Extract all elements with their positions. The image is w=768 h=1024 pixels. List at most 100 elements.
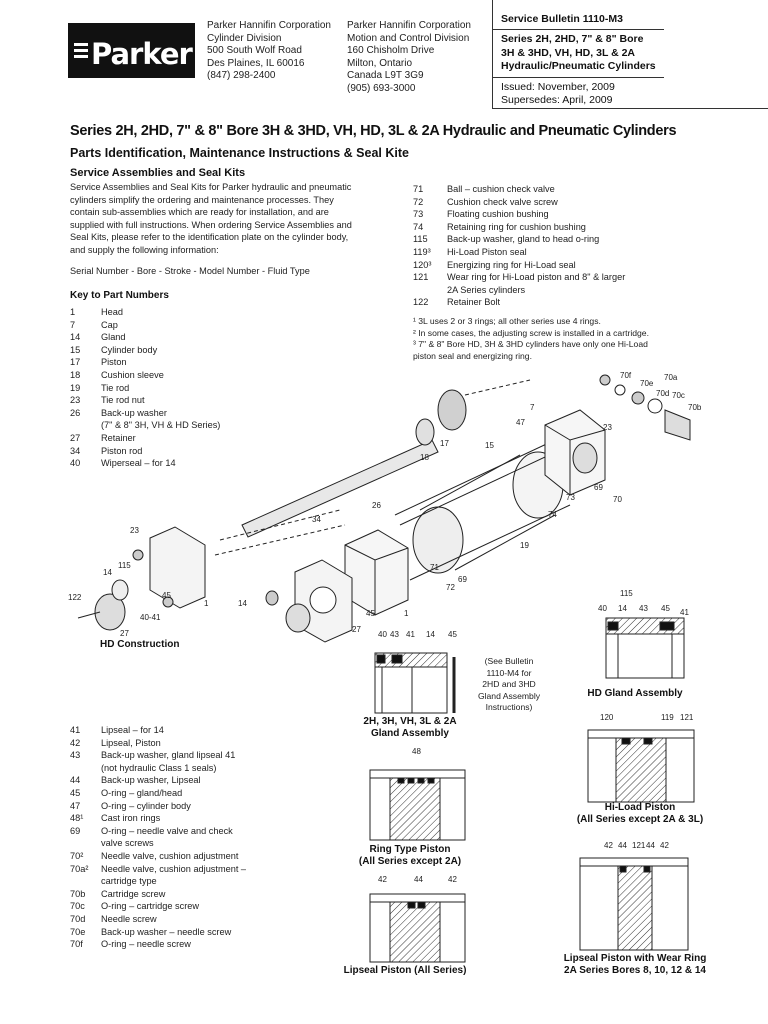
key-title: Key to Part Numbers	[70, 290, 169, 301]
part-description: Cushion sleeve	[101, 369, 164, 380]
part-description: O-ring – needle valve and check	[101, 825, 233, 836]
part-number: 47	[70, 800, 81, 811]
callout-label: 72	[446, 583, 455, 592]
callout-label: 26	[372, 501, 381, 510]
footnote-line: ¹ 3L uses 2 or 3 rings; all other series…	[413, 316, 601, 326]
callout-label: 27	[352, 625, 361, 634]
part-number: 70b	[70, 888, 86, 899]
part-number: 44	[70, 775, 81, 786]
logo-text: Parker	[91, 37, 193, 71]
part-number: 27	[70, 432, 81, 443]
caption-line: 2HD and 3HD	[482, 679, 536, 689]
part-description: (7" & 8" 3H, VH & HD Series)	[101, 420, 221, 431]
callout-label: 48	[412, 747, 421, 756]
bulletin-series-line: Series 2H, 2HD, 7" & 8" Bore	[501, 33, 644, 46]
part-number: 120³	[413, 259, 432, 270]
part-number: 40	[70, 458, 81, 469]
footnote-line: ³ 7" & 8" Bore HD, 3H & 3HD cylinders ha…	[413, 339, 648, 349]
callout-label: 122	[68, 593, 82, 602]
part-number: 70d	[70, 913, 86, 924]
part-description: Cylinder body	[101, 344, 158, 355]
callout-label: 7	[530, 403, 535, 412]
callout-label: 45	[661, 604, 670, 613]
bulletin-number: Service Bulletin 1110-M3	[501, 13, 623, 25]
callout-label: 41	[680, 608, 689, 617]
bulletin-series-line: 3H & 3HD, VH, HD, 3L & 2A	[501, 46, 636, 59]
address-line: (847) 298-2400	[207, 70, 276, 82]
caption-line: 1110-M4 for	[486, 667, 532, 678]
part-description: Needle screw	[101, 913, 157, 924]
address-line: 500 South Wolf Road	[207, 45, 302, 57]
callout-label: 23	[130, 526, 139, 535]
intro-paragraph: Service Assemblies and Seal Kits for Par…	[70, 181, 352, 256]
part-number: 119³	[413, 246, 431, 257]
part-number: 41	[70, 725, 81, 735]
part-number: 115	[413, 234, 428, 245]
part-number: 7	[70, 319, 76, 330]
part-row: 70b Cartridge screw	[70, 888, 246, 901]
callout-label: 45	[162, 591, 171, 600]
callout-label: 18	[420, 453, 429, 462]
part-description: O-ring – cylinder body	[101, 800, 191, 811]
parker-logo: Parker	[68, 23, 195, 78]
part-description: Ball – cushion check valve	[447, 184, 555, 194]
callout-label: 70e	[640, 379, 654, 388]
part-number: 26	[70, 407, 81, 418]
intro-line: contain sub-assemblies which are ready f…	[70, 207, 329, 217]
address-line: Des Plaines, IL 60016	[207, 57, 305, 69]
footnotes: ¹ 3L uses 2 or 3 rings; all other series…	[413, 316, 649, 362]
part-row: cartridge type	[70, 875, 246, 888]
part-description: Cast iron rings	[101, 813, 161, 824]
callout-label: 45	[366, 609, 375, 618]
callout-label: 119	[661, 713, 674, 722]
part-number: 15	[70, 344, 81, 355]
callout-label: 27	[120, 629, 129, 638]
callout-label: 70d	[656, 389, 669, 398]
callout-label: 43	[390, 630, 399, 639]
serial-line: Serial Number - Bore - Stroke - Model Nu…	[70, 266, 310, 276]
caption-hd-gland: HD Gland Assembly	[587, 688, 683, 699]
ring-type-piston-diagram: 48	[369, 747, 466, 841]
part-description: Piston rod	[101, 445, 143, 456]
part-number: 43	[70, 750, 81, 761]
part-description: valve screws	[101, 838, 154, 849]
part-description: (not hydraulic Class 1 seals)	[101, 762, 217, 773]
caption-lipseal-piston: Lipseal Piston (All Series)	[343, 965, 467, 976]
part-description: Cartridge screw	[101, 888, 166, 899]
part-number: 45	[70, 787, 81, 798]
callout-label: 40	[378, 630, 387, 639]
callout-label: 14	[238, 599, 247, 608]
part-description: Needle valve, cushion adjustment	[101, 850, 239, 861]
part-description: 2A Series cylinders	[447, 284, 526, 295]
part-description: Floating cushion bushing	[447, 209, 549, 220]
callout-label: 40	[598, 604, 607, 613]
bulletin-series-line: Hydraulic/Pneumatic Cylinders	[501, 60, 656, 73]
callout-label: 115	[620, 589, 633, 598]
bulletin-info-box: Service Bulletin 1110-M3 Series 2H, 2HD,…	[492, 0, 768, 109]
part-number: 73	[413, 209, 424, 220]
part-description: Needle valve, cushion adjustment –	[101, 863, 247, 874]
caption-line: Gland Assembly	[477, 690, 541, 701]
part-number: 74	[413, 221, 424, 232]
